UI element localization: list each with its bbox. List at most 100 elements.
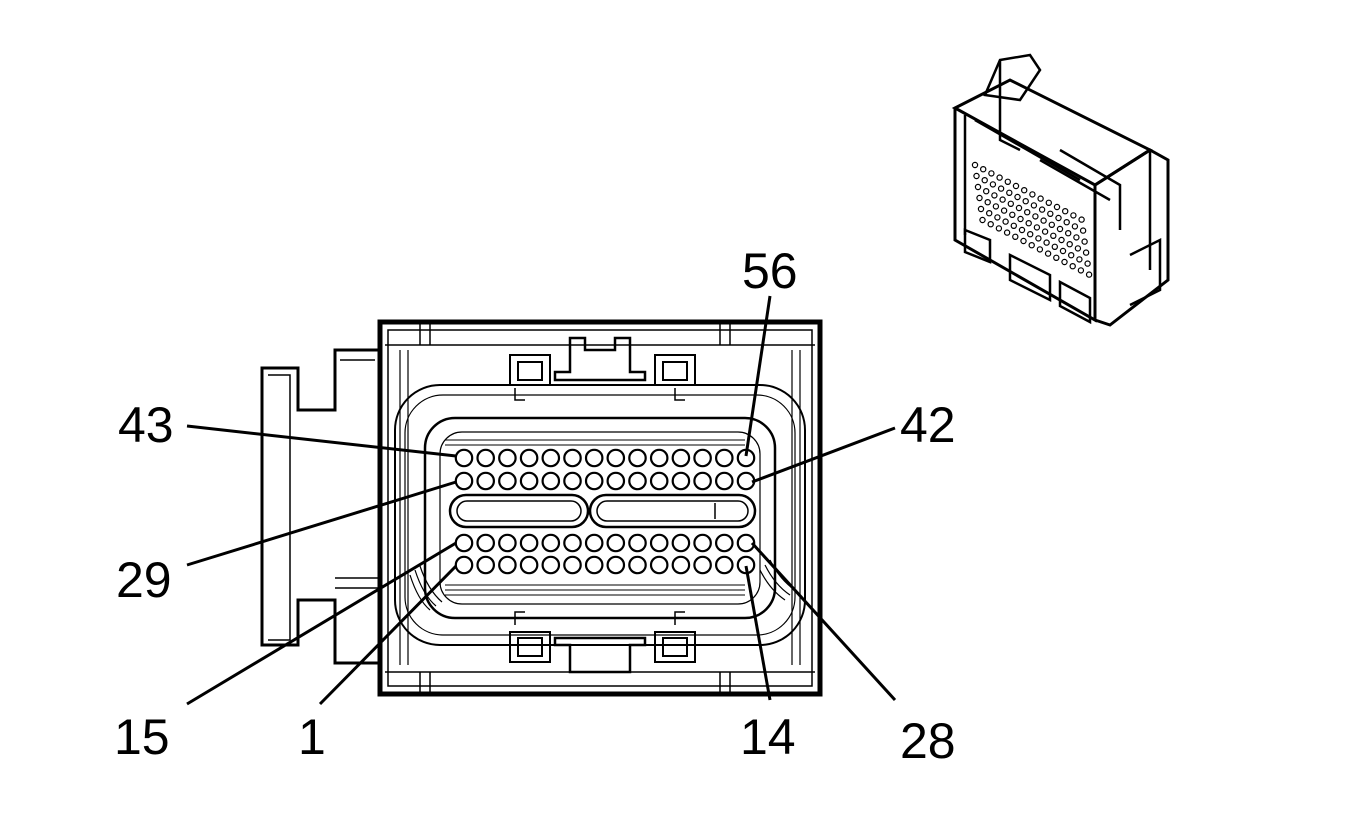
iso-pin-cavity — [1004, 178, 1012, 185]
pin-cavity — [693, 448, 712, 468]
leader-line-28 — [750, 541, 897, 702]
iso-pin-cavity — [987, 220, 994, 228]
pin-cavity — [714, 555, 734, 575]
pin-label-42: 42 — [900, 397, 956, 453]
pin-cavity — [736, 533, 756, 553]
pin-cavity — [498, 555, 517, 575]
pin-cavity — [498, 533, 517, 553]
iso-pin-cavity — [1002, 218, 1009, 225]
iso-pin-cavity — [1053, 203, 1061, 211]
iso-pin-cavity — [1025, 219, 1032, 227]
pin-cavity — [606, 471, 626, 491]
leader-line-56 — [744, 295, 772, 457]
pin-cavity — [606, 555, 626, 575]
pin-label-1: 1 — [298, 709, 326, 765]
iso-pin-cavity — [1061, 258, 1068, 266]
pin-cavity — [454, 471, 474, 491]
iso-pin-cavity — [1017, 215, 1024, 223]
iso-pin-cavity — [997, 185, 1005, 192]
pin-cavity — [628, 448, 647, 468]
iso-pin-cavity — [1020, 237, 1027, 245]
pin-cavity — [584, 448, 604, 468]
connector-front-view — [260, 319, 823, 697]
iso-pin-cavity — [1081, 238, 1088, 245]
pin-cavity — [606, 533, 626, 553]
iso-pin-cavity — [1063, 218, 1070, 226]
pin-cavity — [541, 471, 561, 491]
iso-pin-cavity — [1006, 189, 1013, 196]
iso-pin-cavity — [1077, 267, 1085, 274]
iso-pin-cavity — [1073, 234, 1080, 241]
iso-pin-cavity — [984, 198, 991, 206]
iso-pin-cavity — [986, 209, 993, 217]
iso-pin-cavity — [1007, 200, 1015, 207]
iso-pin-cavity — [996, 174, 1003, 181]
iso-pin-cavity — [1082, 249, 1090, 256]
iso-pin-cavity — [974, 183, 982, 191]
iso-pin-cavity — [1053, 254, 1060, 261]
pin-cavity-grid — [454, 448, 756, 575]
iso-pin-cavity — [1084, 260, 1091, 267]
iso-pin-cavity — [989, 181, 997, 188]
leader-line-43 — [186, 424, 457, 458]
pin-cavity — [519, 555, 539, 575]
isometric-pin-grid — [971, 161, 1093, 278]
pin-cavity — [714, 471, 734, 491]
pin-cavity — [476, 471, 495, 491]
iso-pin-cavity — [1009, 211, 1016, 218]
iso-pin-cavity — [995, 225, 1003, 232]
iso-pin-cavity — [1033, 224, 1041, 231]
pin-cavity — [671, 471, 691, 491]
iso-pin-cavity — [1074, 245, 1082, 252]
pin-cavity — [714, 448, 734, 468]
iso-pin-cavity — [1066, 240, 1073, 248]
iso-pin-cavity — [1022, 197, 1029, 205]
iso-pin-cavity — [1079, 227, 1087, 234]
iso-pin-cavity — [1040, 217, 1047, 224]
iso-pin-cavity — [1038, 206, 1046, 213]
iso-pin-cavity — [1044, 250, 1052, 257]
iso-pin-cavity — [1037, 195, 1044, 202]
pin-cavity — [584, 533, 604, 553]
pin-cavity — [649, 555, 669, 575]
pin-cavity — [693, 555, 712, 575]
iso-pin-cavity — [1070, 212, 1077, 219]
iso-pin-cavity — [981, 176, 988, 184]
pin-cavity — [628, 533, 647, 553]
pin-cavity — [454, 555, 474, 575]
iso-pin-cavity — [971, 161, 979, 169]
leader-line-42 — [751, 426, 896, 484]
iso-pin-cavity — [994, 214, 1001, 221]
iso-pin-cavity — [988, 170, 995, 177]
pin-cavity — [693, 471, 712, 491]
iso-pin-cavity — [1078, 216, 1085, 223]
pin-label-43: 43 — [118, 397, 174, 453]
pin-cavity — [671, 533, 691, 553]
pin-cavity — [541, 533, 561, 553]
iso-pin-cavity — [1048, 221, 1056, 228]
iso-pin-cavity — [1050, 232, 1057, 239]
iso-pin-cavity — [1014, 193, 1021, 201]
iso-pin-cavity — [1069, 263, 1076, 270]
pin-cavity — [693, 533, 712, 553]
pin-cavity — [649, 533, 669, 553]
iso-pin-cavity — [1036, 246, 1044, 253]
iso-pin-cavity — [973, 172, 980, 180]
iso-pin-cavity — [1035, 235, 1042, 242]
iso-pin-cavity — [980, 165, 987, 173]
pin-cavity — [498, 471, 517, 491]
pin-cavity — [649, 448, 669, 468]
pin-cavity — [563, 533, 582, 553]
iso-pin-cavity — [979, 216, 986, 224]
iso-pin-cavity — [1056, 225, 1064, 233]
connector-isometric-view — [951, 53, 1170, 327]
pin-cavity — [584, 555, 604, 575]
leader-line-29 — [186, 480, 457, 567]
pin-cavity — [454, 533, 474, 553]
pin-cavity — [649, 471, 669, 491]
pin-label-56: 56 — [742, 243, 798, 299]
pin-cavity — [519, 448, 539, 468]
iso-pin-cavity — [1028, 241, 1035, 249]
pin-cavity — [628, 555, 647, 575]
pin-cavity — [454, 448, 474, 468]
